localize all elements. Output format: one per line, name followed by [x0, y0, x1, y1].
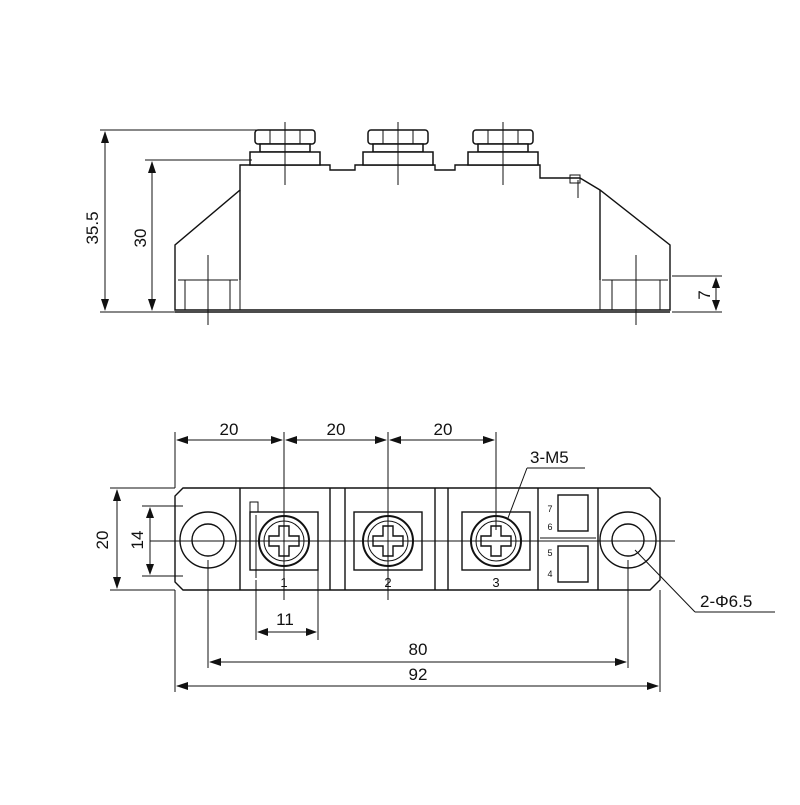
mounting-hole-left: [179, 511, 237, 569]
dim-inner-width: 14: [128, 505, 183, 577]
aux-pin-label-6: 6: [547, 522, 552, 532]
dim-label-pitch-1: 20: [220, 420, 239, 439]
dim-hole-spacing: 80: [209, 640, 627, 666]
dim-label-30: 30: [131, 229, 150, 248]
dim-label-11: 11: [276, 610, 294, 629]
aux-pin-label-7: 7: [547, 504, 552, 514]
dim-label-pitch-2: 20: [327, 420, 346, 439]
dim-label-92: 92: [409, 665, 428, 684]
callout-terminal-thread: 3-M5: [507, 448, 585, 519]
side-body-outline: [174, 164, 671, 311]
dim-pitch: 20 20 20: [176, 420, 495, 444]
side-screw-3: [467, 122, 539, 185]
callout-3-m5: 3-M5: [530, 448, 569, 467]
top-body-outline: [174, 487, 661, 591]
dim-body-height: 30: [131, 159, 252, 311]
dim-foot-height: 7: [672, 275, 722, 313]
terminal-3-label: 3: [492, 575, 499, 590]
dim-total-height: 35.5: [83, 129, 258, 313]
dim-label-35-5: 35.5: [83, 211, 102, 244]
dim-label-width-20: 20: [93, 531, 112, 550]
side-screw-1: [249, 122, 321, 185]
dim-width: 20: [93, 487, 175, 591]
aux-pin-label-5: 5: [547, 548, 552, 558]
dim-overall-length: 92: [176, 665, 659, 690]
dim-label-7: 7: [695, 290, 714, 299]
dim-label-pitch-3: 20: [434, 420, 453, 439]
dim-label-width-14: 14: [128, 531, 147, 550]
callout-mounting-holes: 2-Φ6.5: [634, 549, 775, 613]
dim-terminal-width: 11: [255, 570, 319, 640]
mounting-hole-right: [599, 511, 657, 569]
side-view: 35.5 30 7: [83, 122, 722, 325]
callout-2-phi-6-5: 2-Φ6.5: [700, 592, 752, 611]
top-view: 1 2 3 4 5 6 7: [93, 420, 775, 692]
side-screw-2: [362, 122, 434, 185]
aux-pin-block: 4 5 6 7: [540, 494, 596, 583]
dim-label-80: 80: [409, 640, 428, 659]
aux-pin-label-4: 4: [547, 569, 552, 579]
